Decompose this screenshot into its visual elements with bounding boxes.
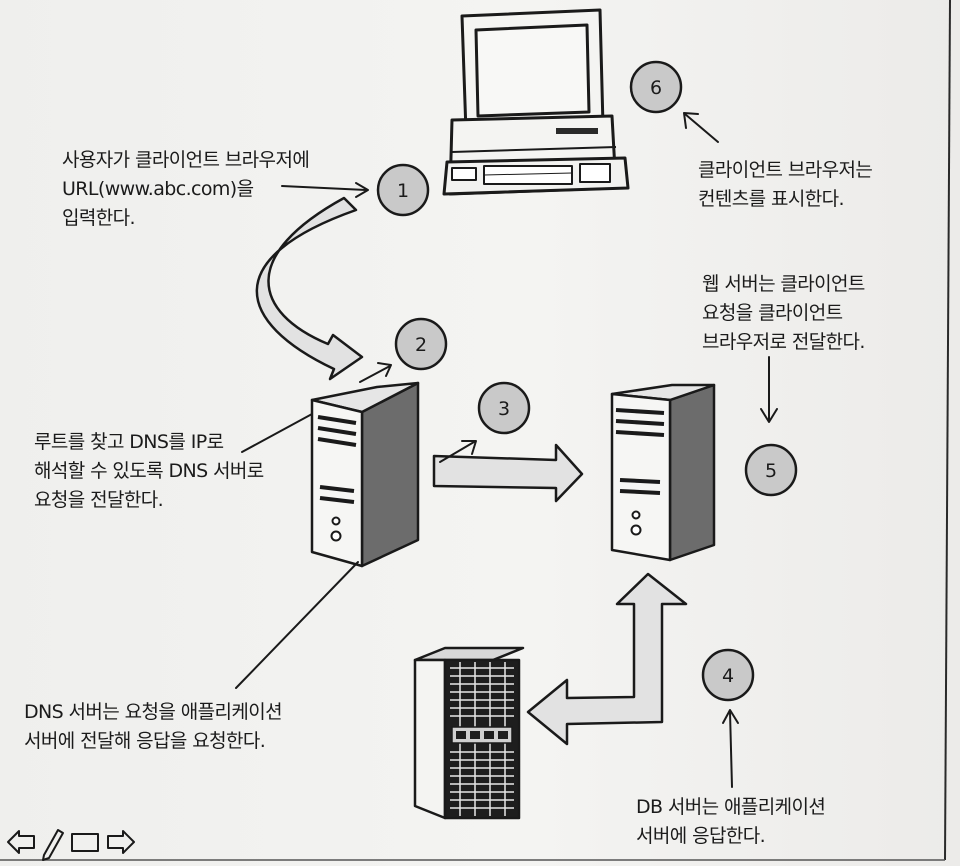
step-badge-3: 3: [477, 381, 531, 435]
step-badge-2: 2: [394, 317, 448, 371]
step2-caption: 루트를 찾고 DNS를 IP로 해석할 수 있도록 DNS 서버로 요청을 전달…: [34, 431, 264, 511]
step-number-3: 3: [498, 398, 510, 420]
step3-caption: DNS 서버는 요청을 애플리케이션 서버에 전달해 응답을 요청한다.: [24, 701, 283, 752]
application-server-icon: [610, 383, 716, 562]
step-number-5: 5: [765, 460, 777, 482]
dns-server-icon: [310, 381, 420, 568]
curved-request-arrow: [255, 196, 364, 381]
step2-pointer-line: [359, 365, 391, 383]
database-server-icon: [413, 646, 525, 820]
db-app-elbow-arrow: [526, 572, 688, 746]
step1-pointer-line: [281, 185, 367, 191]
step-badge-1: 1: [376, 163, 430, 217]
rectangle-icon[interactable]: [71, 833, 99, 852]
step1-pointer-head: [355, 182, 369, 198]
step-badge-4: 4: [701, 648, 755, 702]
page-edge-right: [944, 0, 951, 861]
step6-caption: 클라이언트 브라우저는 컨텐츠를 표시한다.: [698, 159, 873, 210]
pencil-icon[interactable]: [42, 829, 64, 861]
step6-pointer-head: [683, 112, 699, 129]
step5-caption: 웹 서버는 클라이언트 요청을 클라이언트 브라우저로 전달한다.: [702, 273, 865, 353]
step-number-2: 2: [415, 334, 427, 356]
dns-to-app-arrow: [432, 443, 584, 503]
step6-pointer-line: [684, 113, 719, 143]
step4-pointer-line: [729, 711, 733, 788]
step4-caption: DB 서버는 애플리케이션 서버에 응답한다.: [636, 796, 826, 847]
step-badge-6: 6: [629, 60, 683, 114]
step2-pointer-head: [377, 362, 392, 377]
step1-caption: 사용자가 클라이언트 브라우저에 URL(www.abc.com)을 입력한다.: [62, 149, 310, 229]
step4-pointer-head: [722, 709, 739, 724]
step-number-6: 6: [650, 77, 662, 99]
step3-pointer-line: [439, 441, 475, 463]
left-arrow-icon[interactable]: [7, 830, 35, 854]
right-arrow-icon[interactable]: [107, 830, 135, 854]
step3-pointer-head: [461, 440, 477, 455]
step-badge-5: 5: [744, 443, 798, 497]
app-caption-leader: [235, 561, 359, 689]
client-computer-icon: [442, 8, 630, 196]
step5-pointer-head: [760, 408, 778, 423]
step-number-4: 4: [722, 665, 734, 687]
dns-caption-leader: [241, 413, 313, 453]
step-number-1: 1: [397, 180, 409, 202]
pointer-arrows: [235, 112, 778, 788]
